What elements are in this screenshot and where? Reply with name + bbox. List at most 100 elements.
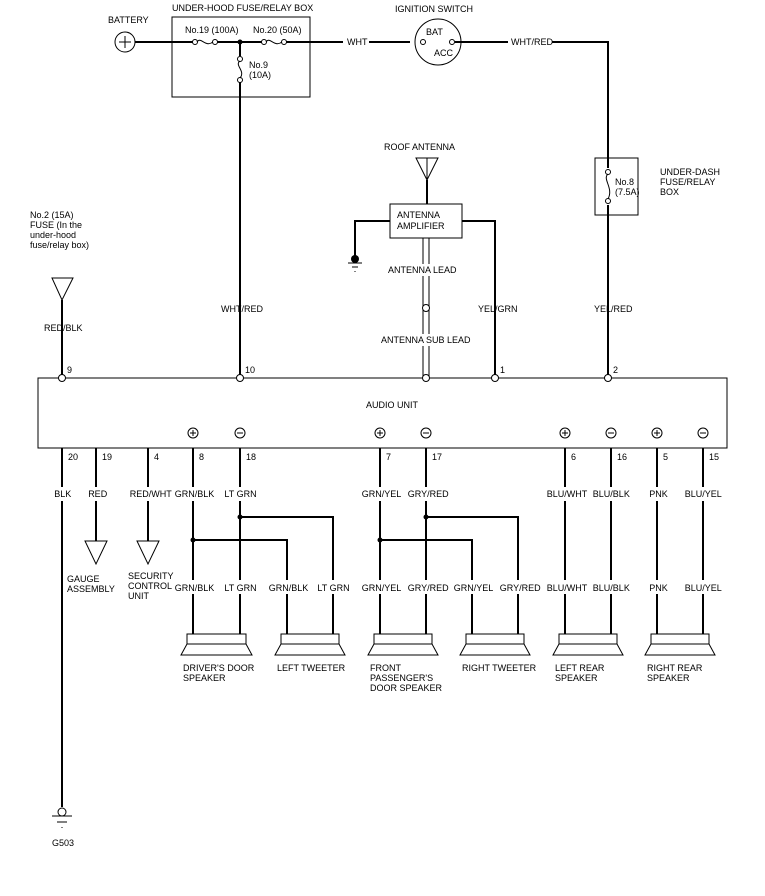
fuse-box-label: UNDER-HOOD FUSE/RELAY BOX xyxy=(172,3,313,13)
minus-polarity-icon xyxy=(420,427,432,439)
top-pin xyxy=(58,374,66,382)
speaker-label: FRONT xyxy=(370,663,401,673)
fuse-20-label: No.20 (50A) xyxy=(253,25,302,35)
speaker-label: RIGHT TWEETER xyxy=(462,663,537,673)
speaker-wire-label: BLU/WHT xyxy=(547,583,588,593)
speaker-label: DOOR SPEAKER xyxy=(370,683,443,693)
antenna-amplifier-label: ANTENNA xyxy=(397,210,440,220)
wire-color-label: GRN/YEL xyxy=(362,489,402,499)
wht-wire-label: WHT xyxy=(347,37,368,47)
gauge-assembly-label: GAUGE xyxy=(67,574,100,584)
antenna-pin xyxy=(422,374,430,382)
fuse-19-label: No.19 (100A) xyxy=(185,25,239,35)
polarity-mark xyxy=(654,430,660,436)
plus-polarity-icon xyxy=(187,427,199,439)
speaker-cone xyxy=(367,643,439,656)
splice-junction xyxy=(237,514,243,520)
antenna-amplifier-label-2: AMPLIFIER xyxy=(397,221,445,231)
bottom-pin-number: 7 xyxy=(386,452,391,462)
ground-connector xyxy=(57,807,67,817)
yel-grn-label: YEL/GRN xyxy=(478,304,518,314)
gauge-assembly-label-2: ASSEMBLY xyxy=(67,584,115,594)
ground-label: G503 xyxy=(52,838,74,848)
bottom-pin-number: 19 xyxy=(102,452,112,462)
top-pin xyxy=(236,374,244,382)
polarity-mark xyxy=(562,430,568,436)
speaker-label: LEFT TWEETER xyxy=(277,663,346,673)
bottom-pin-number: 5 xyxy=(663,452,668,462)
roof-antenna-icon xyxy=(415,157,439,182)
red-blk-label: RED/BLK xyxy=(44,323,83,333)
under-dash-label: UNDER-DASH xyxy=(660,167,720,177)
gauge-load-triangle-icon xyxy=(84,540,108,566)
ignition-switch-label: IGNITION SWITCH xyxy=(395,4,473,14)
wire-color-label: RED xyxy=(88,489,108,499)
speaker-label: LEFT REAR xyxy=(555,663,605,673)
speaker-wire-label: GRY/RED xyxy=(408,583,449,593)
speaker-icon xyxy=(373,633,433,645)
antenna-connector xyxy=(422,304,430,312)
minus-polarity-icon xyxy=(605,427,617,439)
plus-polarity-icon xyxy=(559,427,571,439)
speaker-icon xyxy=(465,633,525,645)
speaker-label: PASSENGER'S xyxy=(370,673,433,683)
wire-color-label: GRN/BLK xyxy=(175,489,215,499)
antenna-sub-lead-label: ANTENNA SUB LEAD xyxy=(381,335,471,345)
speaker-wire-label: LT GRN xyxy=(224,583,256,593)
speaker-label: SPEAKER xyxy=(647,673,690,683)
bottom-pin-number: 17 xyxy=(432,452,442,462)
speaker-wire-label: GRN/YEL xyxy=(362,583,402,593)
speaker-cone xyxy=(180,643,253,656)
battery: BATTERY xyxy=(108,15,149,53)
wire-color-label: PNK xyxy=(649,489,668,499)
splice-junction xyxy=(377,537,383,543)
ignition-switch: BAT ACC IGNITION SWITCH xyxy=(395,4,473,66)
top-pin xyxy=(604,374,612,382)
roof-antenna-label: ROOF ANTENNA xyxy=(384,142,455,152)
fuse-2-label: No.2 (15A) xyxy=(30,210,74,220)
speaker-label: RIGHT REAR xyxy=(647,663,703,673)
security-unit-label-2: CONTROL xyxy=(128,581,172,591)
audio-unit xyxy=(37,377,728,449)
top-pin-number: 2 xyxy=(613,365,618,375)
minus-polarity-icon xyxy=(234,427,246,439)
speaker-wire-label: BLU/BLK xyxy=(593,583,630,593)
under-dash-label-2: FUSE/RELAY xyxy=(660,177,715,187)
splice-junction xyxy=(190,537,196,543)
top-pin-number: 9 xyxy=(67,365,72,375)
wire-color-label: GRY/RED xyxy=(408,489,449,499)
tweeter-wire xyxy=(380,539,473,634)
speaker-label: SPEAKER xyxy=(183,673,226,683)
speaker-wire-label: BLU/YEL xyxy=(685,583,722,593)
fuse-8-rating: (7.5A) xyxy=(615,187,640,197)
bottom-pin-number: 6 xyxy=(571,452,576,462)
speaker-icon xyxy=(280,633,340,645)
under-dash-fuse-box xyxy=(594,157,639,216)
bottom-pin-number: 8 xyxy=(199,452,204,462)
tweeter-wire xyxy=(426,516,519,634)
fuse-2-source-triangle xyxy=(51,277,74,302)
speaker-wire-label: GRN/BLK xyxy=(175,583,215,593)
speaker-icon xyxy=(558,633,618,645)
speaker-label: SPEAKER xyxy=(555,673,598,683)
wht-red-label: WHT/RED xyxy=(221,304,263,314)
wire-color-label: BLU/YEL xyxy=(685,489,722,499)
splice-junction xyxy=(423,514,429,520)
fuse-9-rating: (10A) xyxy=(249,70,271,80)
yel-red-label: YEL/RED xyxy=(594,304,633,314)
speaker-cone xyxy=(274,643,346,656)
speaker-cone xyxy=(552,643,624,656)
fuse-20: No.20 (50A) xyxy=(253,25,302,45)
speaker-icon xyxy=(186,633,247,645)
speaker-icon xyxy=(650,633,710,645)
speaker-label: DRIVER'S DOOR xyxy=(183,663,255,673)
tweeter-wire xyxy=(193,539,288,634)
polarity-mark xyxy=(190,430,196,436)
tweeter-wire xyxy=(240,516,334,634)
wire-color-label: BLK xyxy=(54,489,71,499)
speaker-wire-label: GRY/RED xyxy=(500,583,541,593)
minus-polarity-icon xyxy=(697,427,709,439)
polarity-mark xyxy=(377,430,383,436)
speaker-cone xyxy=(644,643,716,656)
